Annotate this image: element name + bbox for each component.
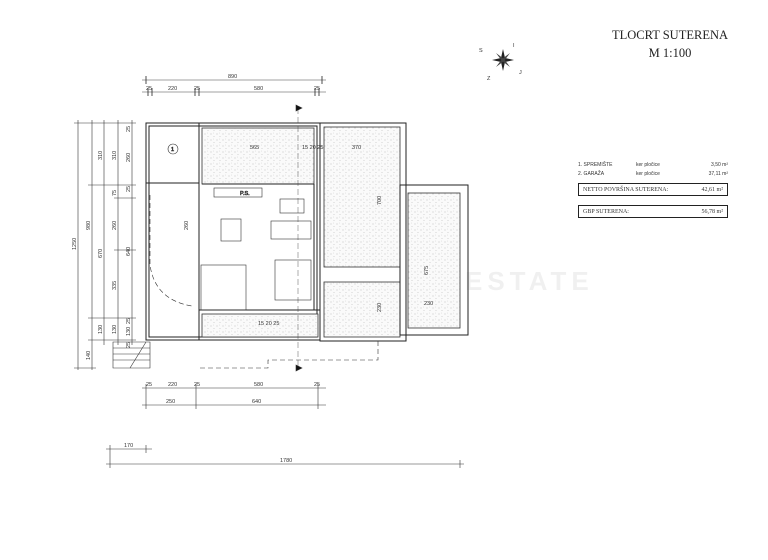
net-area-value: 42,61 m² [701, 186, 723, 193]
dim-label: 25 [126, 318, 132, 324]
terrain-fill [201, 127, 315, 185]
room-name: 1. SPREMIŠTE [578, 161, 613, 168]
dim-label: 25 [194, 382, 200, 388]
dim-label: 565 [250, 145, 259, 151]
dim-label: 260 [126, 153, 132, 162]
inner-dim-labels: 565 370 15 20 25 700 675 230 230 260 15 … [184, 145, 433, 327]
compass-label: I [513, 43, 515, 49]
dim-label: 1780 [280, 458, 292, 464]
section-marker-icon [295, 364, 303, 372]
dim-label: 130 [126, 327, 132, 336]
dim-label: 640 [252, 399, 261, 405]
legend-row: 2. GARAŽA ker pločice 37,11 m² [578, 169, 728, 178]
sofa [270, 220, 312, 240]
dim-label: 250 [166, 399, 175, 405]
compass-rose-icon: S I J Z [479, 43, 522, 82]
dim-label: 980 [86, 221, 92, 230]
net-area-label: NETTO POVRŠINA SUTERENA: [583, 186, 669, 193]
scale-text: M 1:100 [648, 46, 692, 60]
dim-label: 890 [228, 74, 237, 80]
interior-furniture: 1 P.S. [112, 104, 379, 372]
room-name: 2. GARAŽA [578, 170, 605, 177]
dim-label: 335 [112, 281, 118, 290]
dim-label: 130 [112, 325, 118, 334]
dim-label: 75 [112, 190, 118, 196]
room-area: 3,50 m² [711, 161, 728, 168]
dim-label: 130 [98, 325, 104, 334]
room-number: 1 [171, 147, 174, 153]
dim-label: 310 [112, 151, 118, 160]
dim-label: 25 [314, 86, 320, 92]
dim-label: 25 [194, 86, 200, 92]
building-outline [145, 122, 469, 342]
terrain-fill [407, 192, 461, 329]
dim-label: 15 20 25 [302, 145, 323, 151]
dim-label: 220 [168, 382, 177, 388]
bottom-dimensions: 25 220 25 580 25 250 640 170 1780 [106, 382, 464, 468]
gross-area-label: GBP SUTERENA: [583, 208, 629, 215]
compass-label: Z [487, 76, 491, 82]
bed [274, 259, 312, 301]
dim-label: 230 [424, 301, 433, 307]
dim-label: 670 [98, 249, 104, 258]
room-marker [167, 143, 179, 155]
table [279, 198, 305, 214]
dim-label: 140 [86, 351, 92, 360]
compass-label: J [519, 70, 522, 76]
dim-label: 25 [314, 382, 320, 388]
terrain-fill [323, 126, 401, 268]
dim-label: 230 [377, 303, 383, 312]
legend-row: 1. SPREMIŠTE ker pločice 3,50 m² [578, 160, 728, 169]
watermark: ESTATE [465, 266, 594, 296]
net-area-box: NETTO POVRŠINA SUTERENA: 42,61 m² [578, 183, 728, 196]
dim-label: 260 [184, 221, 190, 230]
top-dimensions: 890 25 220 25 580 25 [142, 74, 326, 96]
room-area: 37,11 m² [708, 170, 728, 177]
left-dimensions [74, 120, 136, 370]
dim-label: 370 [352, 145, 361, 151]
terrain-fill [323, 281, 401, 338]
title-text: TLOCRT SUTERENA [611, 28, 729, 42]
area-legend: 1. SPREMIŠTE ker pločice 3,50 m² 2. GARA… [578, 160, 728, 218]
dim-label: 25 [146, 86, 152, 92]
dim-label: 580 [254, 86, 263, 92]
dim-label: 170 [124, 443, 133, 449]
section-marker-icon [295, 104, 303, 112]
dim-label: 700 [377, 196, 383, 205]
gross-area-box: GBP SUTERENA: 56,78 m² [578, 205, 728, 218]
drawing-title: TLOCRT SUTERENA M 1:100 [600, 26, 740, 62]
dim-label: 25 [126, 126, 132, 132]
left-dim-labels: 1250 980 140 310 670 130 310 75 260 335 … [72, 126, 132, 360]
dim-label: 25 [126, 342, 132, 348]
stairs [112, 341, 151, 369]
kitchen-counter [213, 187, 263, 198]
dim-label: 310 [98, 151, 104, 160]
dim-label: 25 [146, 382, 152, 388]
terrain-fill [201, 313, 319, 338]
room-floor: ker pločice [636, 161, 660, 168]
gross-area-value: 56,78 m² [701, 208, 723, 215]
room-floor: ker pločice [636, 170, 660, 177]
dashed-outline [149, 195, 193, 307]
dim-label: 1250 [72, 238, 78, 250]
dining-table [220, 218, 242, 242]
ps-label: P.S. [240, 191, 250, 197]
bathroom [200, 264, 247, 311]
dim-label: 220 [168, 86, 177, 92]
dim-label: 15 20 25 [258, 321, 279, 327]
dim-label: 580 [254, 382, 263, 388]
dim-label: 260 [112, 221, 118, 230]
dim-label: 640 [126, 247, 132, 256]
dim-label: 675 [424, 266, 430, 275]
compass-label: S [479, 48, 483, 54]
dim-label: 25 [126, 186, 132, 192]
